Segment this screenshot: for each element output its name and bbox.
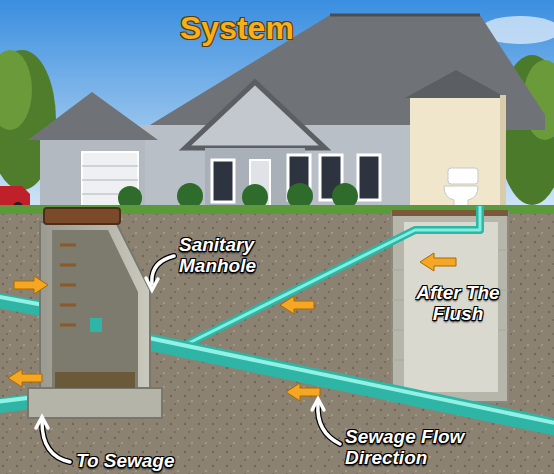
sky-part (0, 0, 554, 214)
manhole-part-part (60, 264, 76, 267)
manhole-part-part (60, 244, 76, 247)
basement-part-part (392, 360, 404, 361)
house-part (330, 14, 480, 17)
manhole-part-part (60, 284, 76, 287)
ground (0, 205, 554, 474)
title: System (180, 10, 294, 46)
house-part (28, 92, 158, 140)
basement-part-part (392, 330, 404, 331)
manhole-part (60, 245, 76, 325)
leader-lines-part (318, 404, 340, 444)
house-part (40, 135, 145, 212)
house-part (185, 82, 325, 148)
basement-part-part (392, 270, 404, 271)
leader-lines-part (36, 417, 48, 428)
ground-part (0, 212, 554, 474)
basement-part-part (498, 330, 508, 331)
sky (0, 0, 554, 214)
manhole-part (28, 388, 162, 418)
manhole-part (40, 222, 150, 395)
callout-label: After The Flush (402, 282, 514, 324)
manhole-part (55, 372, 135, 388)
leader-lines-part (152, 256, 174, 284)
flow-arrows-part (420, 253, 456, 271)
manhole-part (44, 208, 120, 224)
sewer-pipes-part (125, 333, 554, 424)
sewer-pipes-part (125, 337, 554, 428)
house-part (448, 168, 478, 184)
leader-lines-part (318, 404, 340, 444)
leader-lines-part (312, 399, 324, 410)
basement-part-part (392, 300, 404, 301)
leader-lines-part (146, 278, 158, 290)
flow-arrows-part (14, 276, 48, 294)
leader-lines (36, 256, 340, 462)
house-part (212, 160, 234, 202)
manhole-part-part (60, 304, 76, 307)
house-part (82, 165, 138, 167)
house-part (358, 155, 380, 200)
manhole (28, 208, 162, 418)
leader-lines-part (152, 256, 174, 284)
flow-arrows-part (286, 383, 320, 401)
manhole-part (52, 230, 138, 388)
trees-part (0, 50, 32, 130)
callout-label: Sanitary Manhole (179, 234, 279, 276)
flow-arrows-part (280, 296, 314, 314)
sewer-pipes (0, 206, 554, 428)
house-part (410, 95, 502, 212)
house-part (82, 179, 138, 181)
manhole-part (90, 318, 102, 332)
basement-part (392, 210, 508, 216)
callout-label: Sewage Flow Direction (345, 426, 485, 468)
basement-part-part (498, 250, 508, 251)
flow-arrows-part (8, 369, 42, 387)
manhole-part-part (60, 324, 76, 327)
callout-label: To Sewage (76, 450, 175, 471)
house-part (405, 70, 507, 98)
house-part (500, 95, 506, 212)
